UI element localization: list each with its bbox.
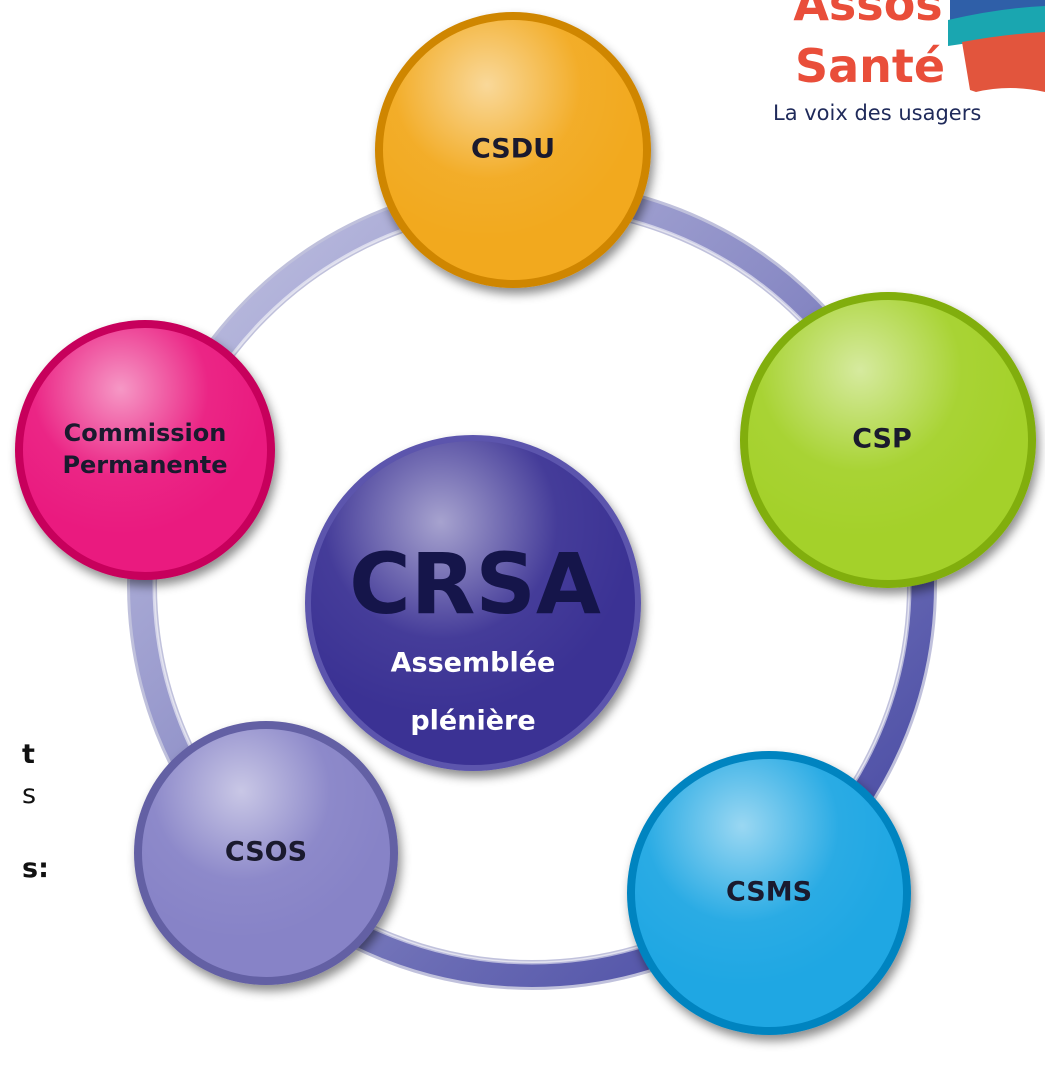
node-csos-gloss: [142, 729, 390, 977]
node-csdu-gloss: [383, 20, 643, 280]
logo-line1: Assos: [793, 0, 942, 31]
cropped-text-s: s: [22, 779, 37, 810]
logo-line2: Santé: [795, 39, 945, 93]
node-csos: CSOS: [134, 721, 398, 985]
center-node-crsa: CRSA Assemblée plénière: [305, 435, 641, 771]
cropped-text-s-colon: s:: [22, 853, 49, 884]
node-csp-gloss: [748, 300, 1028, 580]
center-subtitle-line1: Assemblée: [391, 648, 556, 679]
node-csdu: CSDU: [375, 12, 651, 288]
node-csms-label-1: CSMS: [726, 877, 812, 908]
node-commission-permanente-label-2: Permanente: [62, 451, 227, 479]
center-title: CRSA: [349, 535, 601, 633]
node-csms-gloss: [635, 759, 903, 1027]
logo-tagline: La voix des usagers: [773, 101, 981, 125]
node-csdu-label-1: CSDU: [471, 134, 555, 165]
assos-sante-logo: Assos Santé La voix des usagers: [773, 0, 1045, 125]
node-csos-label-1: CSOS: [225, 837, 307, 868]
node-commission-permanente-gloss: [23, 328, 267, 572]
cropped-text-t: t: [22, 739, 35, 770]
node-csp: CSP: [740, 292, 1036, 588]
logo-book-red: [962, 32, 1045, 92]
node-csp-label-1: CSP: [852, 424, 912, 455]
node-commission-permanente-label-1: Commission: [64, 419, 227, 447]
center-subtitle-line2: plénière: [410, 706, 535, 737]
node-csms: CSMS: [627, 751, 911, 1035]
